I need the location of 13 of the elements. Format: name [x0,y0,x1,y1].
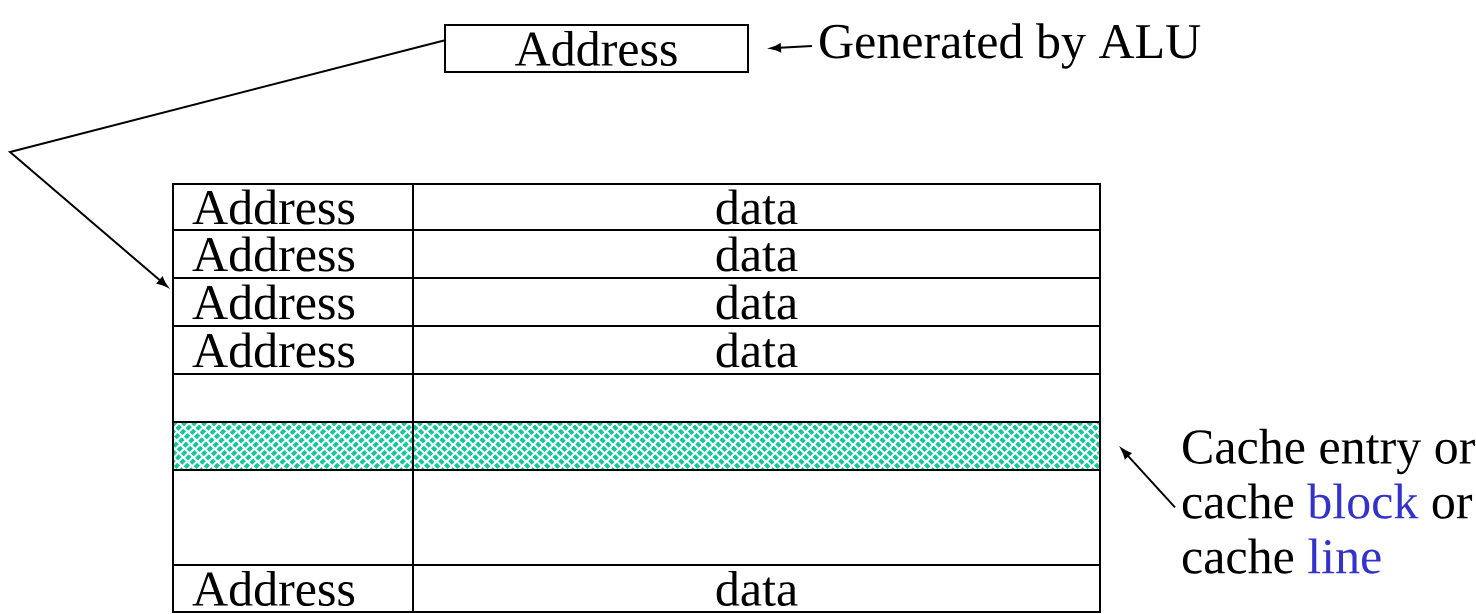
arrow [7,39,445,288]
annotation-text: Cache entry or cache block or cache line [1182,428,1475,574]
arrow [1120,448,1176,509]
table-row [172,469,1101,566]
table-row: Address data [172,183,1101,231]
hatched-row [172,421,1101,471]
table-row: Address data [172,564,1101,613]
table-row: Address data [172,229,1101,279]
annotation-text: Generated by ALU [820,23,1201,69]
address-box: Address [444,24,749,73]
table-row [172,373,1101,423]
table-row: Address data [172,325,1101,375]
table-row: Address data [172,277,1101,327]
